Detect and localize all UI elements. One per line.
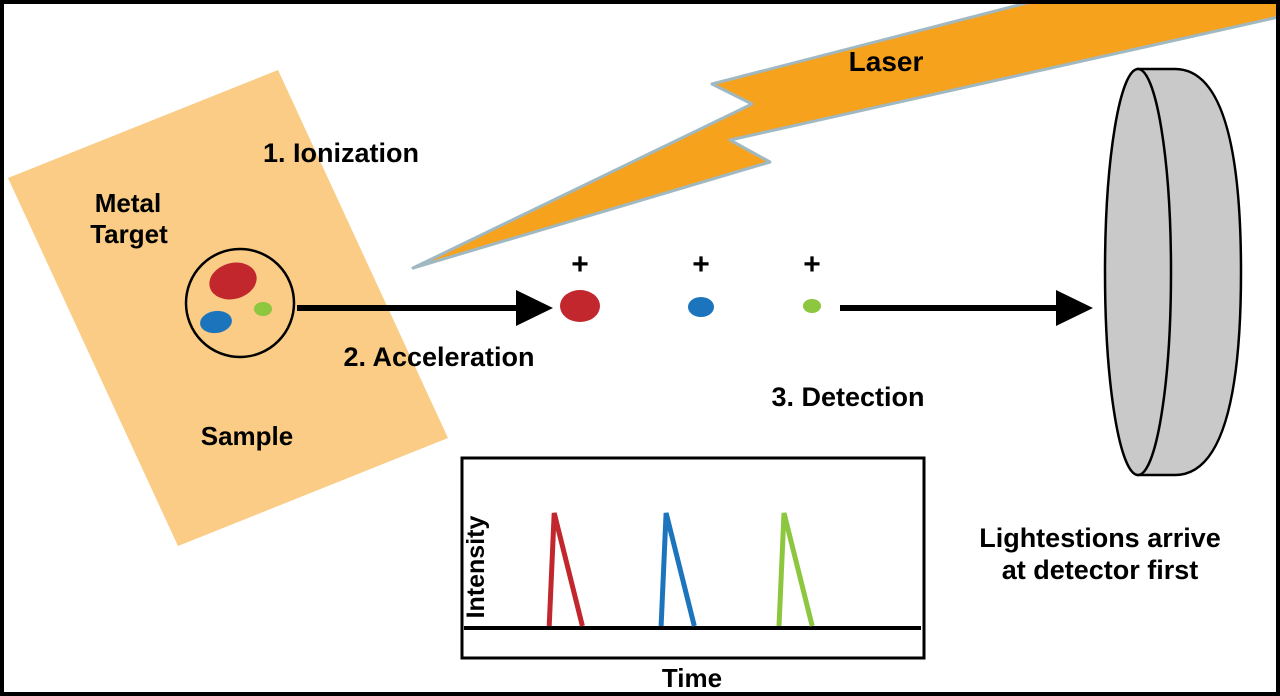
label-laser: Laser <box>849 46 924 77</box>
label-sample: Sample <box>201 421 294 451</box>
red-ion-peak <box>546 512 585 627</box>
label-step2-acceleration: 2. Acceleration <box>343 342 534 372</box>
blue-ion-peak <box>658 512 697 627</box>
ion-green-charge-sign: + <box>803 248 821 281</box>
sample-molecule-blue-icon <box>200 310 232 334</box>
spectrum-ylabel: Intensity <box>462 516 490 619</box>
ion-blue-icon <box>688 297 714 317</box>
tof-spectrum-peaks <box>546 512 815 627</box>
label-metal-target-line2: Target <box>90 219 168 249</box>
laser-bolt-icon <box>411 0 1280 270</box>
drift-arrow-head-icon <box>1056 290 1093 326</box>
sample-spot-circle <box>184 247 296 359</box>
sample-molecule-red-icon <box>209 262 257 300</box>
label-step1-ionization: 1. Ionization <box>263 138 419 168</box>
metal-target-plate <box>8 70 448 546</box>
detector-cylinder-face <box>1103 67 1173 477</box>
ion-blue-charge-sign: + <box>692 248 710 281</box>
note-line1: Lightestions arrive <box>979 523 1221 553</box>
acceleration-arrow-head-icon <box>516 290 553 326</box>
ion-red-charge-sign: + <box>571 248 589 281</box>
sample-molecule-green-icon <box>254 302 272 316</box>
spectrum-xlabel: Time <box>662 663 722 693</box>
label-metal-target-line1: Metal <box>95 188 161 218</box>
label-step3-detection: 3. Detection <box>771 382 924 412</box>
green-ion-peak <box>776 512 815 627</box>
ion-green-icon <box>803 299 821 313</box>
note-line2: at detector first <box>1002 555 1199 585</box>
ion-red-icon <box>560 290 600 322</box>
